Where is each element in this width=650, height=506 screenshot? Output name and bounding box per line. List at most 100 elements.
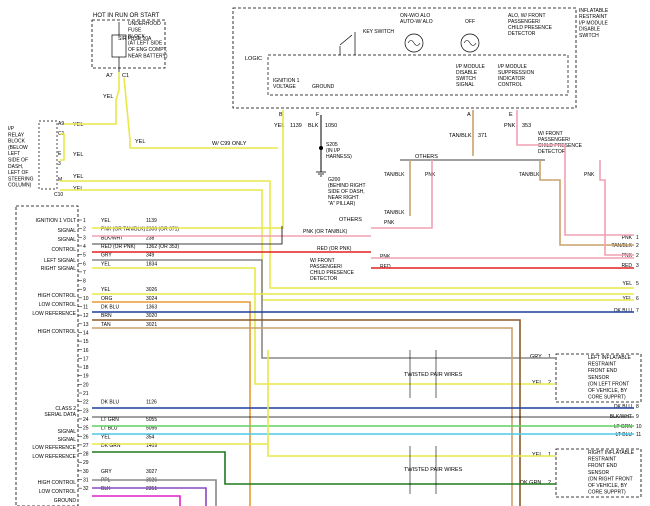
row-pin: 8: [83, 279, 86, 285]
right-wire-num: 9: [636, 414, 639, 420]
wire-pnk-353: [516, 110, 634, 236]
mid-wfront-line: CHILD PRESENCE: [310, 270, 355, 276]
module-title-line: SWITCH: [579, 33, 599, 39]
wfront-line: PASSENGER/: [538, 137, 571, 143]
right-wire-label: DK BLU: [614, 308, 632, 314]
relay-line: DASH,: [8, 164, 23, 170]
connector-function-label: LOW REFERENCE: [32, 311, 76, 317]
c1-pin: C1: [122, 73, 129, 79]
row-pin: 3: [83, 235, 86, 241]
relay-yel-5: YEL: [135, 139, 145, 145]
left-sensor-line: CORE SUPPRT): [588, 395, 626, 401]
wire-row-12: [92, 319, 521, 506]
wire-row-30: [92, 479, 217, 506]
row-pin: 14: [83, 330, 89, 336]
row-color: LT BLU: [101, 426, 118, 432]
row-circuit: 238: [146, 235, 155, 241]
right-sensor-line: RESTRAINT: [588, 457, 616, 463]
ground-label: GROUND: [312, 84, 335, 90]
row-circuit: 1126: [146, 400, 157, 406]
module-title-line: I/P MODULE: [579, 20, 608, 26]
left-sensor-line: OF VEHICLE, BY: [588, 388, 628, 394]
pin-e: E: [509, 112, 513, 118]
right-wire-label: YEL: [623, 281, 633, 287]
mid-wfront-line: DETECTOR: [310, 276, 338, 282]
row-color: TAN: [101, 322, 111, 328]
others-tanblk-1: TAN/BLK: [384, 172, 405, 178]
module-box: [232, 7, 577, 109]
blk-1050-num: 1050: [325, 123, 337, 129]
mid-pnk-or-tanblk: PNK (OR TAN/BLK): [303, 229, 348, 235]
others-pnk-1: PNK: [425, 172, 436, 178]
connector-function-label: HIGH CONTROL: [38, 293, 77, 299]
relay-line: RELAY: [8, 132, 25, 138]
others-pnk-2: PNK: [584, 172, 595, 178]
row-pin: 30: [83, 469, 89, 475]
right-wire-label: RED: [621, 263, 632, 269]
relay-yel-4: YEL: [73, 186, 83, 192]
wire-row-3: [92, 226, 283, 245]
row-color: PNK (OR TAN/BLK): [101, 227, 146, 233]
ipmod-supp-line: INDICATOR: [498, 76, 525, 82]
module-title-line: DISABLE: [579, 27, 601, 33]
relay-pin-3: 3: [58, 161, 61, 167]
right-wire-num: 2: [636, 253, 639, 259]
g200-line: "A" PILLAR): [328, 201, 356, 207]
wfront-line: CHILD PRESENCE: [538, 143, 583, 149]
connector-function-label: LEFT SIGNAL: [44, 258, 76, 264]
others-tanblk-2: TAN/BLK: [519, 172, 540, 178]
wire-row-27: [92, 451, 556, 485]
tanblk-371-color: TAN/BLK: [449, 133, 472, 139]
wire-row-10: [92, 301, 251, 506]
s205-line: HARNESS): [326, 154, 352, 160]
mid-pnk: PNK: [380, 254, 391, 260]
row-pin: 12: [83, 313, 89, 319]
row-pin: 9: [83, 287, 86, 293]
right-wire-num: 5: [636, 281, 639, 287]
row-pin: 25: [83, 426, 89, 432]
s205-line: (IN I/P: [326, 148, 341, 154]
mid-red: RED: [380, 264, 391, 270]
row-color: GRY: [101, 253, 112, 259]
relay-yel-1: YEL: [73, 122, 83, 128]
pin-f: F: [316, 112, 320, 118]
g200-line: (BEHIND RIGHT: [328, 183, 366, 189]
row-circuit: 354: [146, 434, 155, 440]
right-wire-label: DK BLU: [614, 404, 632, 410]
row-pin: 1: [83, 218, 86, 224]
row-pin: 10: [83, 296, 89, 302]
connector-function-label: GROUND: [54, 498, 77, 504]
row-color: DK BLU: [101, 400, 119, 406]
yel-top-label: YEL: [103, 94, 113, 100]
key-switch-line: [339, 34, 353, 46]
connector-function-label: CONTROL: [52, 247, 77, 253]
module-title-line: INFLATABLE: [579, 8, 609, 14]
wire-others-tanblk-r: [539, 160, 634, 246]
row-circuit: 3021: [146, 322, 157, 328]
right-wire-num: 3: [636, 263, 639, 269]
wfront-line: W/ FRONT: [538, 131, 563, 137]
relay-block-box: [38, 120, 58, 190]
relay-line: STEERING: [8, 176, 34, 182]
row-circuit: 349: [146, 253, 155, 259]
row-pin: 21: [83, 391, 89, 397]
wire-row-26: [92, 350, 556, 457]
logic-label: LOGIC: [245, 56, 262, 62]
ipmod-line: DISABLE: [456, 70, 478, 76]
row-pin: 4: [83, 244, 86, 250]
right-wire-num: 11: [636, 432, 641, 438]
row-circuit: 3024: [146, 296, 157, 302]
left-sensor-pin2: 2: [548, 380, 551, 386]
right-wire-label: LT BLU: [616, 432, 633, 438]
wire-row-5: [92, 259, 556, 359]
relay-pin-e: E: [58, 151, 62, 157]
g200-line: SIDE OF DASH,: [328, 189, 365, 195]
row-pin: 5: [83, 253, 86, 259]
row-circuit: 1362 (OR 353): [146, 244, 179, 250]
others-label: OTHERS: [415, 154, 438, 160]
right-wire-num: 10: [636, 424, 642, 430]
